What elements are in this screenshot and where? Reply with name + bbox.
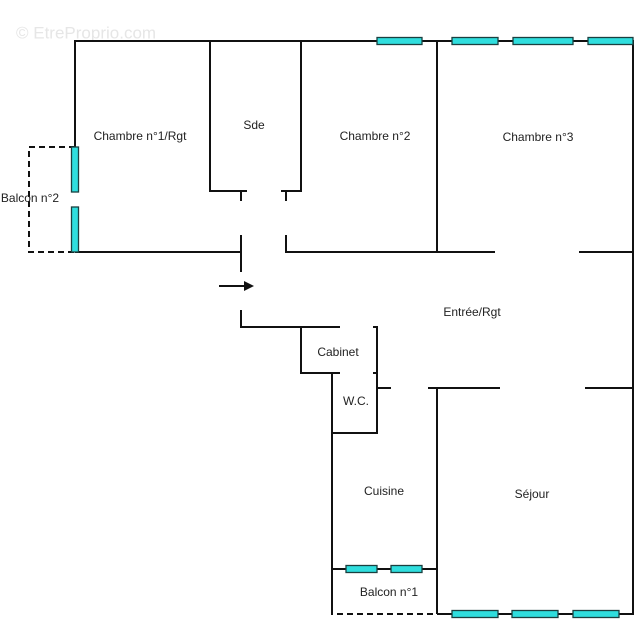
balcony-2-outline — [28, 146, 75, 253]
room-label-sejour: Séjour — [515, 487, 550, 501]
balconies — [28, 146, 437, 615]
window — [451, 36, 499, 46]
window — [572, 609, 620, 619]
room-label-cabinet: Cabinet — [317, 345, 359, 359]
window — [345, 564, 378, 574]
window — [511, 609, 559, 619]
balcony-1-outline — [331, 569, 437, 615]
room-label-chambre-3: Chambre n°3 — [503, 130, 574, 144]
window — [512, 36, 574, 46]
window — [390, 564, 423, 574]
watermark: © EtreProprio.com — [16, 23, 156, 42]
window — [451, 609, 499, 619]
window — [70, 206, 80, 253]
room-label-sde: Sde — [243, 118, 265, 132]
room-label-balcon-1: Balcon n°1 — [360, 585, 418, 599]
room-label-chambre-1: Chambre n°1/Rgt — [94, 129, 188, 143]
windows — [70, 36, 634, 619]
walls — [74, 40, 634, 615]
window — [587, 36, 634, 46]
entrance-arrow-icon — [219, 281, 254, 291]
room-label-wc: W.C. — [343, 394, 369, 408]
room-label-chambre-2: Chambre n°2 — [340, 129, 411, 143]
room-label-entree: Entrée/Rgt — [443, 305, 501, 319]
window — [376, 36, 423, 46]
room-label-balcon-2: Balcon n°2 — [1, 191, 59, 205]
room-label-cuisine: Cuisine — [364, 484, 404, 498]
window — [70, 146, 80, 193]
